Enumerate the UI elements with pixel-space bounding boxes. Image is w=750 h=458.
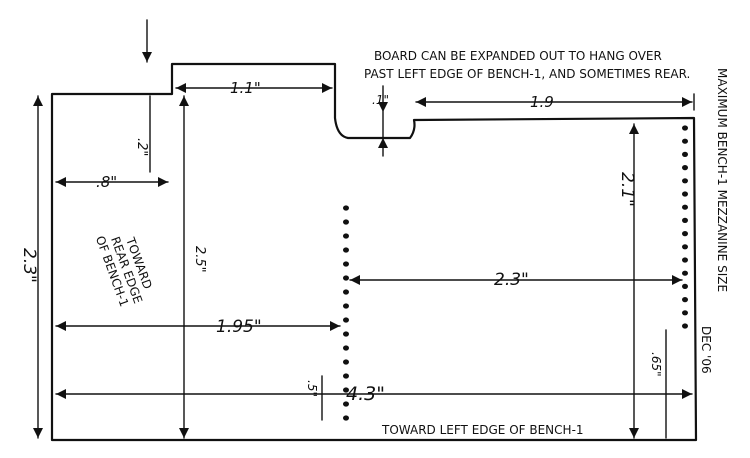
pin-hole (682, 204, 688, 210)
pin-hole (682, 283, 688, 289)
pin-hole (682, 178, 688, 184)
dim-tab-width: 1.1" (230, 79, 261, 97)
pin-hole (682, 151, 688, 157)
expand-note-line1: BOARD CAN BE EXPANDED OUT TO HANG OVER (374, 49, 662, 63)
pin-hole (682, 244, 688, 250)
board-outline (50, 62, 698, 442)
pin-hole (682, 165, 688, 171)
pin-hole (343, 359, 349, 365)
dim-inner-height: 2.5" (192, 246, 207, 273)
dim-left-offset: .8" (96, 173, 117, 191)
pin-hole (343, 289, 349, 295)
dim-right-top: 1.9 (530, 93, 554, 111)
dim-overall-width: 4.3" (346, 383, 385, 405)
diagram-title: MAXIMUM BENCH-1 MEZZANINE SIZE (715, 68, 729, 292)
dim-left-step: .2" (134, 138, 149, 156)
pin-hole (343, 219, 349, 225)
pin-hole (682, 191, 688, 197)
rear-edge-note: TOWARD REAR EDGE OF BENCH-1 (93, 234, 155, 309)
pin-hole (682, 125, 688, 131)
pin-hole (682, 231, 688, 237)
pin-hole (682, 270, 688, 276)
pin-hole (343, 205, 349, 211)
dim-overall-height: 2.3" (19, 248, 39, 283)
pin-hole (682, 297, 688, 303)
pin-hole (343, 345, 349, 351)
pin-hole (343, 331, 349, 337)
date-note: DEC '06 (699, 326, 713, 374)
pin-hole (343, 275, 349, 281)
pin-hole (343, 261, 349, 267)
pin-hole (343, 373, 349, 379)
dim-right-height: 2.1" (617, 172, 637, 207)
pin-hole (343, 303, 349, 309)
pin-hole (343, 233, 349, 239)
arrowheads (33, 52, 692, 438)
pin-hole (343, 415, 349, 421)
pin-hole (682, 310, 688, 316)
dim-bottom-gap: .5" (305, 380, 319, 397)
middle-pin-row (343, 205, 349, 421)
pin-hole (682, 138, 688, 144)
expand-note-line2: PAST LEFT EDGE OF BENCH-1, AND SOMETIMES… (364, 67, 690, 81)
pin-hole (343, 247, 349, 253)
dim-left-to-row: 1.95" (216, 317, 262, 337)
right-pin-row (682, 125, 688, 329)
dimension-lines (37, 19, 695, 439)
dim-right-bottom: .65" (649, 352, 663, 377)
dim-between-rows: 2.3" (494, 270, 529, 290)
pin-hole (682, 257, 688, 263)
pin-hole (682, 323, 688, 329)
left-edge-note: TOWARD LEFT EDGE OF BENCH-1 (381, 423, 584, 437)
pin-hole (682, 217, 688, 223)
pin-hole (343, 401, 349, 407)
pin-hole (343, 387, 349, 393)
dim-notch-depth: .1" (372, 93, 389, 107)
pin-hole (343, 317, 349, 323)
